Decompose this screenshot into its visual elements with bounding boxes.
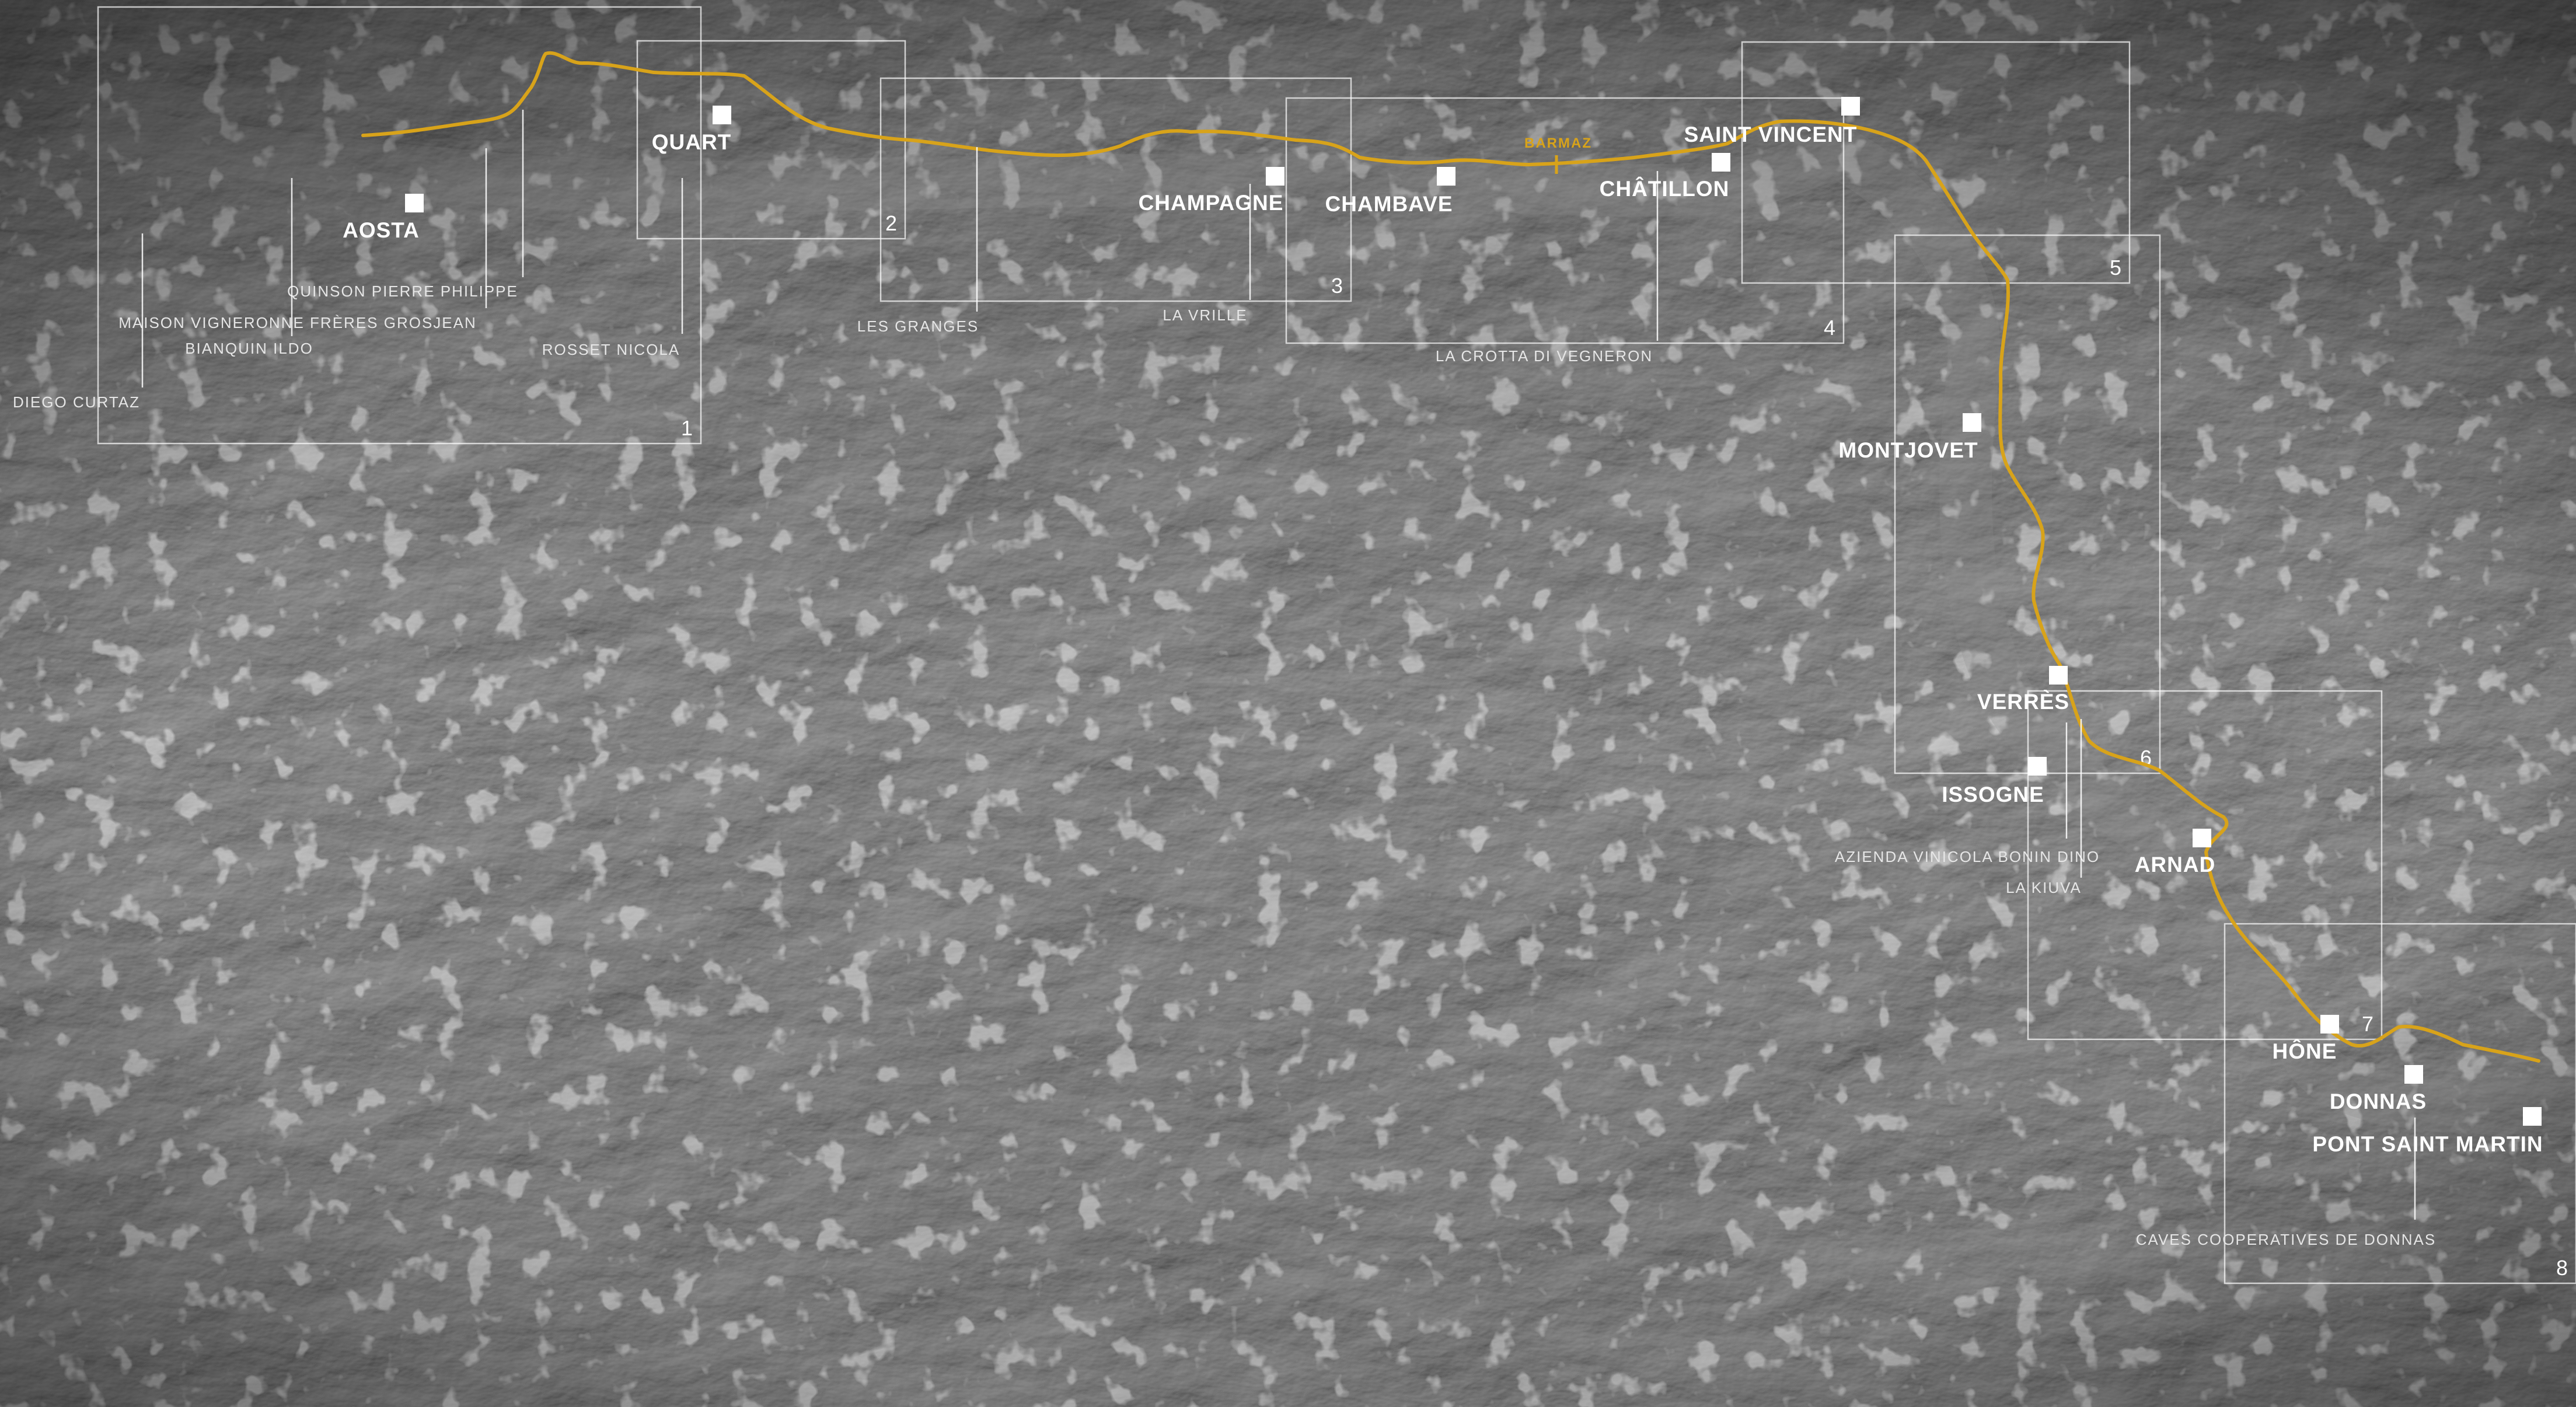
town-arnad[interactable]: ARNAD xyxy=(2135,829,2216,877)
winery-caves[interactable]: CAVES COOPERATIVES DE DONNAS xyxy=(2136,1118,2436,1248)
winery-label: LES GRANGES xyxy=(857,317,979,335)
town-label: CHAMBAVE xyxy=(1325,192,1453,216)
town-label: PONT SAINT MARTIN xyxy=(2312,1132,2543,1156)
winery-label: ROSSET NICOLA xyxy=(542,341,680,358)
town-marker xyxy=(2028,757,2047,776)
town-label: QUART xyxy=(652,130,732,154)
town-marker xyxy=(2049,666,2068,685)
winery-label: LA KIUVA xyxy=(2006,879,2082,896)
frame-3[interactable] xyxy=(879,77,1352,302)
town-marker xyxy=(713,106,731,124)
town-verres[interactable]: VERRÈS xyxy=(1977,666,2069,714)
frame-7[interactable] xyxy=(2027,690,2383,1041)
frame-number: 3 xyxy=(1331,274,1343,298)
route-stop-barmaz[interactable]: BARMAZ xyxy=(1524,135,1592,174)
town-marker xyxy=(1963,413,1981,432)
winery-bonin[interactable]: AZIENDA VINICOLA BONIN DINO xyxy=(1835,722,2100,865)
town-donnas[interactable]: DONNAS xyxy=(2330,1065,2427,1113)
town-marker xyxy=(405,194,424,212)
town-label: VERRÈS xyxy=(1977,690,2069,714)
town-label: CHAMPAGNE xyxy=(1139,191,1284,215)
town-marker xyxy=(1841,97,1860,116)
town-marker xyxy=(1712,153,1730,172)
town-marker xyxy=(2404,1065,2423,1084)
town-marker xyxy=(1437,167,1455,186)
town-quart[interactable]: QUART xyxy=(652,106,732,154)
winery-label: BIANQUIN ILDO xyxy=(185,340,313,357)
winery-crotta[interactable]: LA CROTTA DI VEGNERON xyxy=(1436,171,1659,365)
towns-layer: AOSTA QUART CHAMPAGNE CHAMBAVE CHÂTILLON SAIN… xyxy=(343,97,2543,1156)
town-hone[interactable]: HÔNE xyxy=(2273,1015,2339,1063)
frame-4[interactable] xyxy=(1285,97,1845,344)
town-label: DONNAS xyxy=(2330,1090,2427,1113)
town-label: CHÂTILLON xyxy=(1600,176,1730,201)
frame-number: 4 xyxy=(1824,316,1835,340)
town-pont-saint-martin[interactable]: PONT SAINT MARTIN xyxy=(2312,1107,2543,1156)
winery-label: AZIENDA VINICOLA BONIN DINO xyxy=(1835,848,2100,865)
town-issogne[interactable]: ISSOGNE xyxy=(1942,757,2047,807)
town-label: AOSTA xyxy=(343,218,420,242)
frame-5[interactable] xyxy=(1741,41,2131,284)
town-montjovet[interactable]: MONTJOVET xyxy=(1838,413,1981,462)
frame-number: 7 xyxy=(2362,1012,2373,1036)
wine-route-line xyxy=(361,51,2540,1063)
winery-label: DIEGO CURTAZ xyxy=(13,393,140,411)
frame-number: 2 xyxy=(885,211,897,235)
town-label: MONTJOVET xyxy=(1838,438,1978,462)
frame-8[interactable] xyxy=(2224,923,2576,1284)
town-label: SAINT VINCENT xyxy=(1684,123,1858,146)
town-marker xyxy=(2320,1015,2339,1034)
town-chambave[interactable]: CHAMBAVE xyxy=(1325,167,1455,216)
winery-granges[interactable]: LES GRANGES xyxy=(857,147,979,335)
town-champagne[interactable]: CHAMPAGNE xyxy=(1139,167,1284,215)
town-chatillon[interactable]: CHÂTILLON xyxy=(1600,153,1730,201)
town-label: ISSOGNE xyxy=(1942,783,2044,807)
town-marker xyxy=(2523,1107,2542,1126)
town-aosta[interactable]: AOSTA xyxy=(343,194,424,242)
winery-label: MAISON VIGNERONNE FRÈRES GROSJEAN xyxy=(118,314,477,331)
frame-number: 8 xyxy=(2556,1256,2568,1280)
winery-label: CAVES COOPERATIVES DE DONNAS xyxy=(2136,1231,2436,1248)
winery-quinson[interactable]: QUINSON PIERRE PHILIPPE xyxy=(287,110,524,300)
winery-label: LA VRILLE xyxy=(1163,306,1247,324)
frame-number: 5 xyxy=(2110,256,2121,280)
winery-label: QUINSON PIERRE PHILIPPE xyxy=(287,282,518,300)
frame-number: 1 xyxy=(681,416,693,440)
frame-1[interactable] xyxy=(97,6,702,445)
town-marker xyxy=(1266,167,1284,186)
winery-kiuva[interactable]: LA KIUVA xyxy=(2006,719,2082,896)
winery-label: LA CROTTA DI VEGNERON xyxy=(1436,347,1653,365)
town-saint-vincent[interactable]: SAINT VINCENT xyxy=(1684,97,1860,146)
route-stop-label: BARMAZ xyxy=(1524,135,1592,151)
town-marker xyxy=(2193,829,2211,847)
winery-bianquin[interactable]: BIANQUIN ILDO xyxy=(185,178,313,357)
town-label: HÔNE xyxy=(2273,1039,2337,1063)
town-label: ARNAD xyxy=(2135,853,2216,877)
winery-vrille[interactable]: LA VRILLE xyxy=(1163,184,1251,324)
winery-maison[interactable]: MAISON VIGNERONNE FRÈRES GROSJEAN xyxy=(118,148,487,331)
winery-rosset[interactable]: ROSSET NICOLA xyxy=(542,178,683,358)
winery-curtaz[interactable]: DIEGO CURTAZ xyxy=(13,233,144,411)
wineries-layer: QUINSON PIERRE PHILIPPE MAISON VIGNERONNE… xyxy=(13,110,2436,1248)
